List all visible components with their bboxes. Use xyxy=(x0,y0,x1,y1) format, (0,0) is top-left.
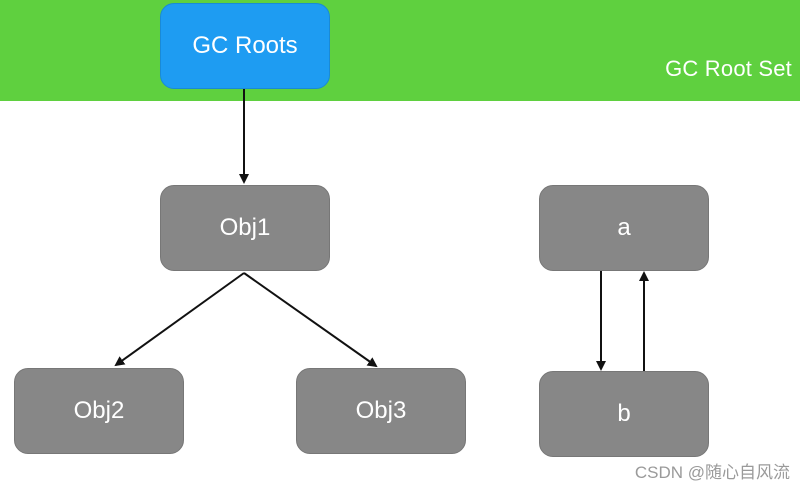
gc-roots-node: GC Roots xyxy=(160,3,330,89)
obj1-node: Obj1 xyxy=(160,185,330,271)
obj2-node: Obj2 xyxy=(14,368,184,454)
a-node: a xyxy=(539,185,709,271)
edge-obj1-to-obj3 xyxy=(243,272,378,368)
obj3-node: Obj3 xyxy=(296,368,466,454)
gc-root-set-label: GC Root Set xyxy=(665,56,792,81)
edge-obj1-to-obj2 xyxy=(114,272,245,367)
gc-root-set-region xyxy=(0,0,800,101)
csdn-watermark: CSDN @随心自风流 xyxy=(634,463,790,482)
b-node: b xyxy=(539,371,709,457)
